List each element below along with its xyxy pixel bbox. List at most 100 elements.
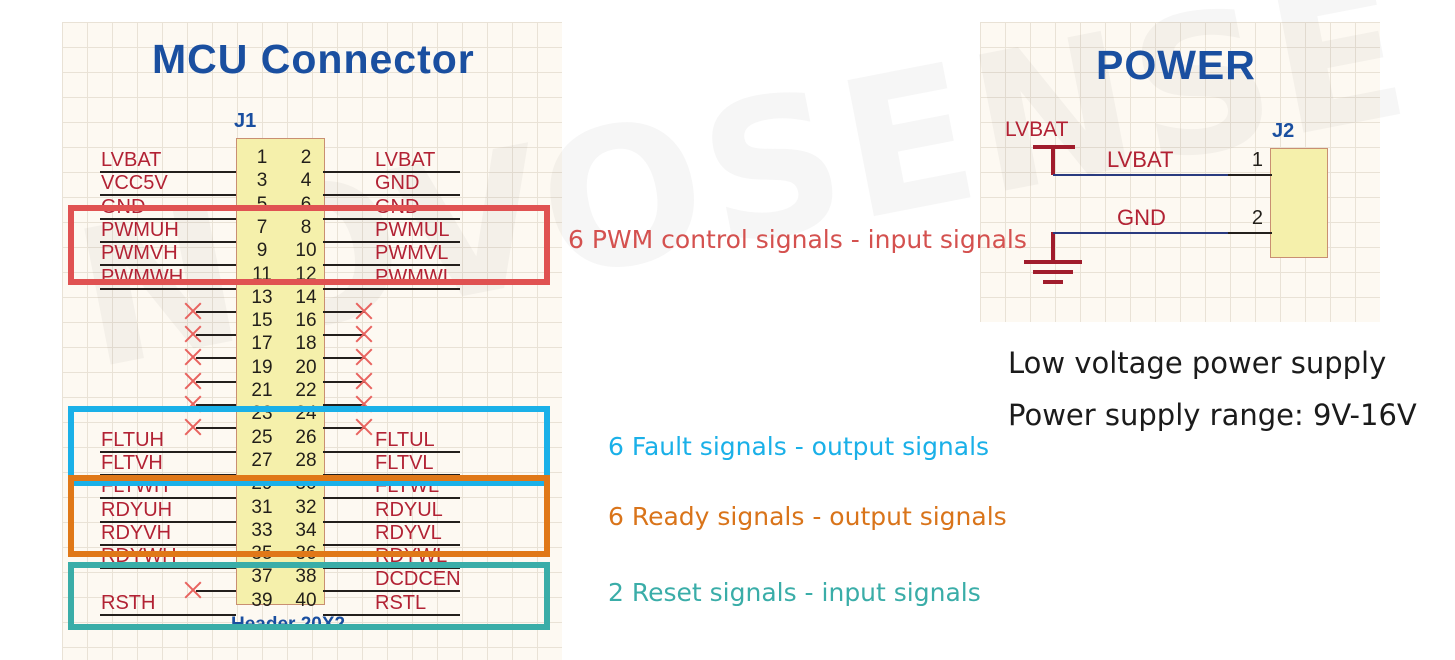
- connector-j1-pin-26: 26: [295, 426, 317, 448]
- connector-j1-pin-6: 6: [300, 193, 312, 215]
- group-box-pwm[interactable]: [68, 205, 550, 285]
- wire-pin-2: [323, 171, 460, 173]
- connector-j2-pin-2: 2: [1251, 207, 1263, 229]
- ground-stem: [1051, 232, 1055, 262]
- connector-j1-pin-33: 33: [251, 519, 273, 541]
- connector-j2-pin-1: 1: [1251, 149, 1263, 171]
- connector-j1-pin-39: 39: [251, 589, 273, 611]
- power-net-label-lvbat: LVBAT: [1107, 147, 1174, 172]
- wire-pin-3: [100, 194, 236, 197]
- connector-j1-pin-15: 15: [251, 310, 273, 332]
- ground-bar-3: [1043, 280, 1063, 284]
- wire-pin-33: [100, 543, 236, 546]
- wire-pin-12: [323, 287, 460, 290]
- wire-pin-38: [323, 590, 460, 593]
- net-label-fltvl-28: FLTVL: [375, 451, 434, 474]
- connector-j2-body[interactable]: [1270, 148, 1328, 258]
- no-connect-icon-pin-13: [182, 300, 204, 322]
- connector-j1-pin-28: 28: [295, 449, 317, 471]
- wire-pin-23: [196, 427, 236, 430]
- annotation-fault: 6 Fault signals - output signals: [608, 432, 990, 461]
- net-label-rstl-40: RSTL: [375, 591, 427, 614]
- power-port-label-lvbat: LVBAT: [1005, 118, 1069, 141]
- no-connect-icon-pin-17: [182, 346, 204, 368]
- power-net-label-gnd: GND: [1117, 205, 1166, 230]
- wire-pin-28: [323, 473, 460, 476]
- power-wire-gnd-pin-segment: [1228, 232, 1272, 234]
- no-connect-icon-pin-16: [353, 323, 375, 345]
- connector-j1-pin-13: 13: [251, 286, 273, 308]
- wire-pin-4: [323, 194, 460, 197]
- no-connect-icon-pin-18: [353, 346, 375, 368]
- connector-j1-pin-14: 14: [295, 286, 317, 308]
- connector-j1-pin-10: 10: [295, 240, 317, 262]
- no-connect-icon-pin-19: [182, 370, 204, 392]
- wire-pin-19: [196, 380, 236, 383]
- connector-j1-pin-5: 5: [256, 193, 268, 215]
- wire-pin-22: [323, 404, 365, 406]
- net-label-fltvh: FLTVH: [101, 451, 163, 474]
- net-label-lvbat-2: LVBAT: [375, 149, 436, 171]
- wire-pin-26: [323, 450, 460, 453]
- connector-j1-pin-40: 40: [295, 589, 317, 611]
- net-label-pwmvl-10: PWMVL: [375, 242, 449, 265]
- net-label-rdyul-32: RDYUL: [375, 498, 443, 521]
- connector-j1-pin-1: 1: [256, 147, 268, 168]
- net-label-pwmul-8: PWMUL: [375, 218, 450, 241]
- net-label-rdyvh: RDYVH: [101, 521, 172, 544]
- wire-pin-18: [323, 357, 365, 360]
- connector-j2-refdes: J2: [1272, 120, 1295, 142]
- wire-pin-21: [196, 404, 236, 406]
- wire-pin-27: [100, 473, 236, 476]
- connector-j1-pin-4: 4: [300, 170, 312, 192]
- net-label-lvbat: LVBAT: [101, 149, 162, 171]
- power-wire-lvbat-pin-segment: [1228, 174, 1272, 176]
- wire-pin-16: [323, 334, 365, 337]
- net-label-gnd-4: GND: [375, 172, 420, 195]
- wire-pin-31: [100, 520, 236, 523]
- wire-pin-17: [196, 357, 236, 360]
- wire-pin-29: [100, 497, 236, 500]
- connector-j1-pin-16: 16: [295, 310, 317, 332]
- power-port-stem-lvbat: [1051, 145, 1055, 175]
- connector-j1-pin-27: 27: [251, 449, 273, 471]
- group-box-ready[interactable]: [68, 475, 550, 557]
- power-sheet-title: POWER: [1096, 42, 1256, 88]
- connector-j1-body[interactable]: [236, 138, 325, 605]
- wire-pin-10: [323, 264, 460, 267]
- net-label-fltul-26: FLTUL: [375, 428, 435, 451]
- wire-pin-34: [323, 543, 460, 546]
- connector-j1-pin-17: 17: [251, 333, 273, 355]
- connector-j1-pin-7: 7: [256, 216, 268, 238]
- connector-j1-pin-32: 32: [295, 496, 317, 518]
- no-connect-icon-pin-20: [353, 370, 375, 392]
- wire-pin-9: [100, 264, 236, 267]
- wire-pin-6: [323, 217, 460, 220]
- connector-j1-pin-31: 31: [251, 496, 273, 518]
- connector-j1-pin-34: 34: [295, 519, 317, 541]
- wire-pin-25: [100, 450, 236, 453]
- connector-j1-pin-19: 19: [251, 356, 273, 378]
- ground-bar-2: [1033, 270, 1073, 274]
- net-label-pwmuh: PWMUH: [101, 218, 179, 241]
- net-label-pwmvh: PWMVH: [101, 242, 178, 265]
- power-note-1: Power supply range: 9V-16V: [1008, 398, 1417, 432]
- wire-pin-36: [323, 567, 460, 570]
- net-label-dcdcen-38: DCDCEN: [375, 568, 461, 591]
- net-label-rdyuh: RDYUH: [101, 498, 173, 521]
- group-box-reset[interactable]: [68, 562, 550, 630]
- wire-pin-40: [323, 613, 460, 616]
- connector-j1-pin-18: 18: [295, 333, 317, 355]
- annotation-pwm: 6 PWM control signals - input signals: [568, 225, 1027, 254]
- no-connect-icon-pin-15: [182, 323, 204, 345]
- wire-pin-37: [196, 590, 236, 593]
- connector-j1-pin-3: 3: [256, 170, 268, 192]
- power-wire-lvbat: [1053, 174, 1228, 176]
- wire-pin-35: [100, 567, 236, 570]
- wire-pin-15: [196, 334, 236, 337]
- wire-pin-13: [196, 310, 236, 313]
- connector-j1-pin-25: 25: [251, 426, 273, 448]
- wire-pin-11: [100, 287, 236, 290]
- group-box-fault[interactable]: [68, 406, 550, 486]
